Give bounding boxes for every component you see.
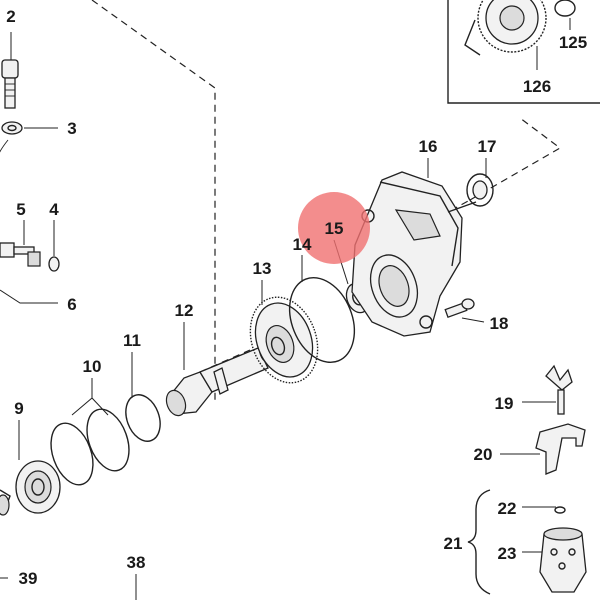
label-13: 13 (253, 259, 272, 278)
part-21-bracket (467, 489, 491, 595)
label-5: 5 (16, 200, 25, 219)
label-126: 126 (523, 77, 551, 96)
label-39: 39 (19, 569, 38, 588)
part-22-ring (522, 506, 566, 514)
part-17-seal (466, 158, 494, 207)
label-18: 18 (490, 314, 509, 333)
part-5-bolt (0, 220, 41, 267)
label-19: 19 (495, 394, 514, 413)
part-14-o-ring (288, 255, 356, 364)
part-labels: 2 3 4 5 6 9 10 11 12 13 14 15 16 17 18 1… (6, 7, 587, 588)
label-12: 12 (175, 301, 194, 320)
label-16: 16 (419, 137, 438, 156)
label-21: 21 (444, 534, 463, 553)
part-10-rings (50, 378, 130, 486)
highlight-marker (298, 192, 370, 264)
part-20-bracket (500, 423, 586, 475)
part-6-leader (0, 289, 58, 304)
part-2-bolt (1, 32, 19, 109)
part-13-gear (249, 280, 319, 384)
label-2: 2 (6, 7, 15, 26)
label-10: 10 (83, 357, 102, 376)
part-125-126-leaders (536, 18, 571, 70)
part-4-nut (48, 220, 60, 272)
label-20: 20 (474, 445, 493, 464)
part-23-chuck (522, 527, 587, 593)
label-22: 22 (498, 499, 517, 518)
part-18-bolt (444, 298, 485, 323)
label-4: 4 (49, 200, 59, 219)
part-11-ring (125, 352, 161, 442)
label-11: 11 (123, 331, 141, 350)
label-3: 3 (67, 119, 76, 138)
label-9: 9 (14, 399, 23, 418)
part-126-gear (477, 0, 576, 53)
label-14: 14 (293, 235, 312, 254)
part-9-pulley (0, 420, 61, 516)
label-6: 6 (67, 295, 76, 314)
subassembly-box (447, 0, 600, 104)
label-23: 23 (498, 544, 517, 563)
part-19-wing-bolt (522, 364, 573, 415)
label-125: 125 (559, 33, 587, 52)
part-16-housing (351, 158, 477, 337)
label-15: 15 (325, 219, 344, 238)
label-38: 38 (127, 553, 146, 572)
label-17: 17 (478, 137, 497, 156)
part-3-washer (0, 121, 58, 153)
